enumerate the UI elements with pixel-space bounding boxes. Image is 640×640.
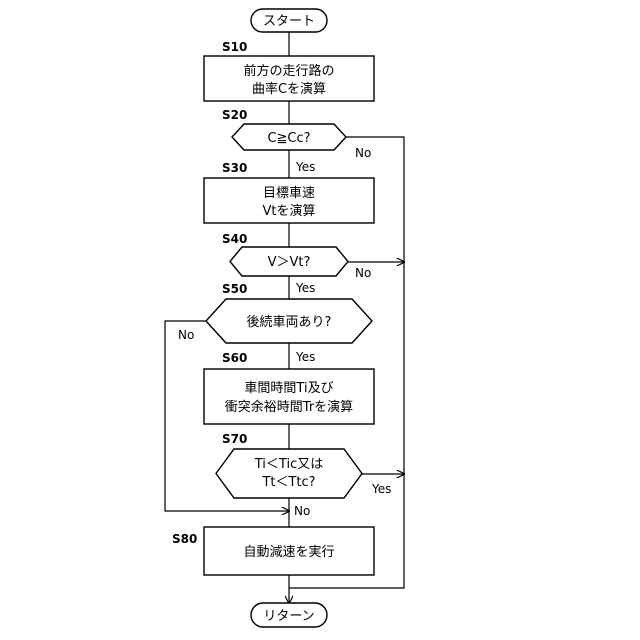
step-id-s50: S50 xyxy=(222,282,247,296)
s10-text-line2: 曲率Cを演算 xyxy=(252,81,326,97)
end-terminal: リターン xyxy=(251,603,327,627)
step-id-s60: S60 xyxy=(222,351,247,365)
s20-yes-label: Yes xyxy=(295,160,315,174)
s10-text-line1: 前方の走行路の xyxy=(243,63,334,79)
s30-text-line2: Vtを演算 xyxy=(263,203,316,219)
s70-yes-label: Yes xyxy=(371,482,391,496)
decision-s50: S50 後続車両あり? No Yes xyxy=(178,282,372,364)
s50-yes-label: Yes xyxy=(295,350,315,364)
s80-text: 自動減速を実行 xyxy=(243,544,334,560)
s50-text: 後続車両あり? xyxy=(247,315,332,330)
s20-no-label: No xyxy=(355,146,371,160)
s70-text-line2: Tt＜Ttc? xyxy=(261,475,315,490)
s40-text: V＞Vt? xyxy=(268,255,311,270)
end-label: リターン xyxy=(263,609,314,624)
process-s80: S80 自動減速を実行 xyxy=(172,527,374,575)
step-id-s70: S70 xyxy=(222,432,247,446)
s60-text-line1: 車間時間Ti及び xyxy=(244,381,333,396)
start-label: スタート xyxy=(263,14,315,29)
start-terminal: スタート xyxy=(251,9,327,32)
s20-text: C≧Cc? xyxy=(267,131,310,146)
step-id-s20: S20 xyxy=(222,108,247,122)
s30-text-line1: 目標車速 xyxy=(263,186,315,201)
s70-no-label: No xyxy=(294,504,310,518)
s50-no-label: No xyxy=(178,328,194,342)
s60-text-line2: 衝突余裕時間Trを演算 xyxy=(225,399,353,415)
s40-yes-label: Yes xyxy=(295,281,315,295)
step-id-s80: S80 xyxy=(172,532,197,546)
step-id-s10: S10 xyxy=(222,40,247,54)
s40-no-label: No xyxy=(355,266,371,280)
s70-text-line1: Ti＜Tic又は xyxy=(254,457,323,472)
step-id-s30: S30 xyxy=(222,161,247,175)
step-id-s40: S40 xyxy=(222,232,247,246)
decision-s70: S70 Ti＜Tic又は Tt＜Ttc? Yes No xyxy=(216,432,391,518)
